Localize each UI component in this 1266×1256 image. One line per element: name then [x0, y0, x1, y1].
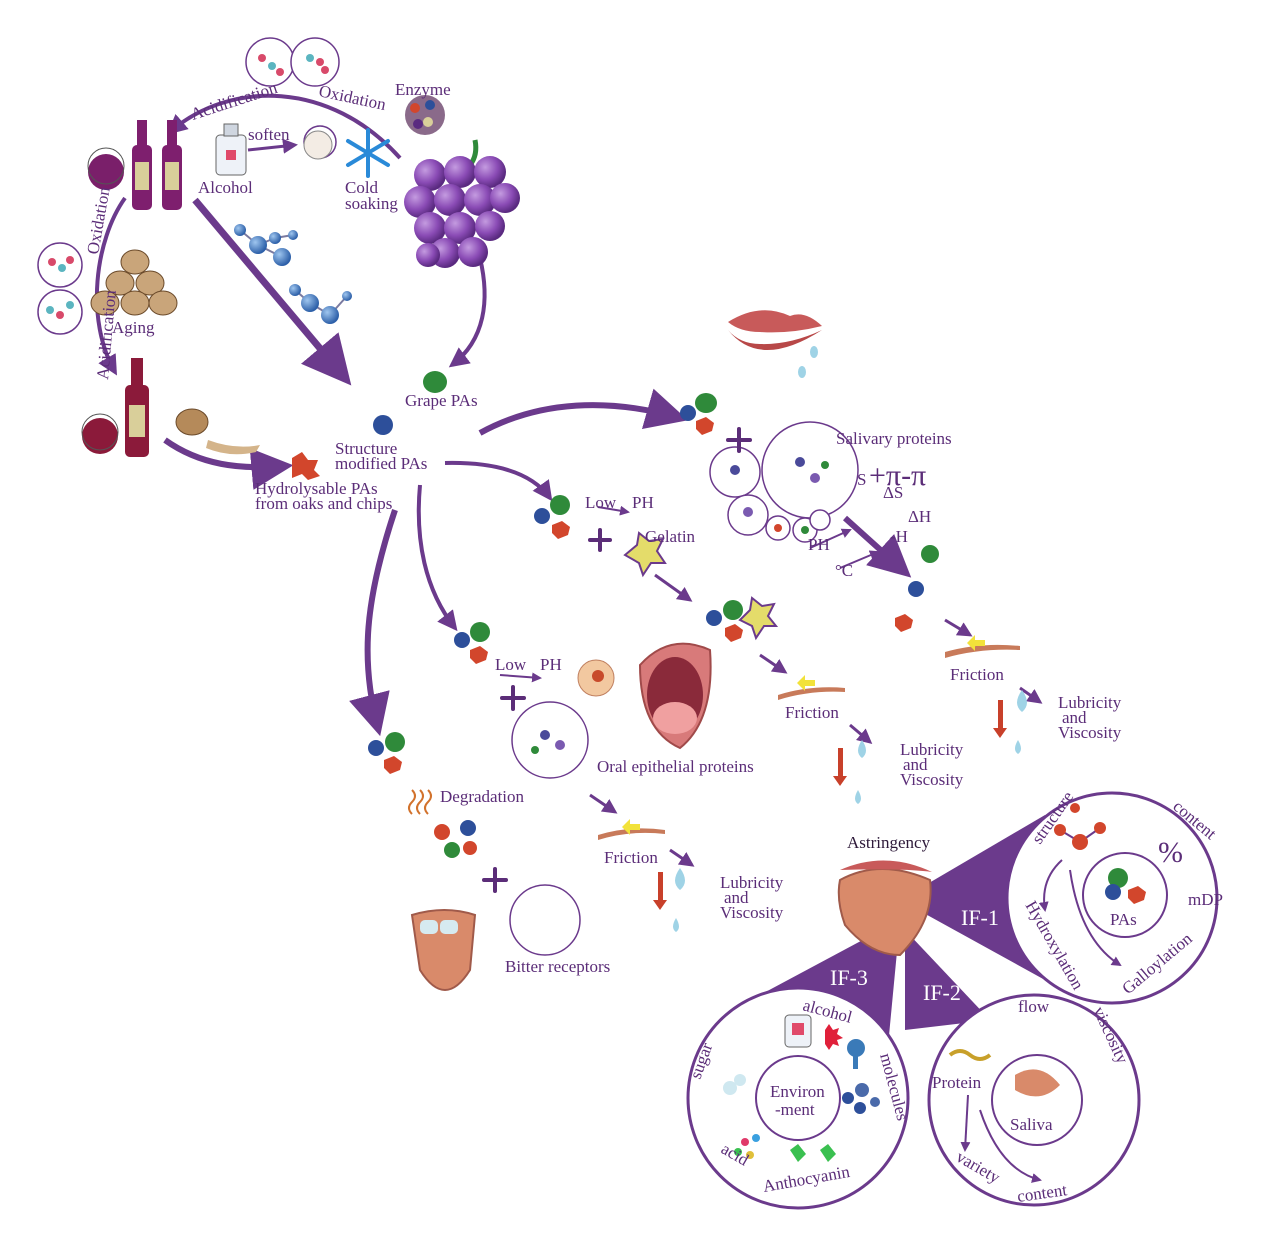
- label-viscosity-2: Viscosity: [900, 770, 964, 789]
- label-structure-modified-1: Structure: [335, 439, 397, 458]
- label-cold-soaking-1: Cold: [345, 178, 379, 197]
- label-oral-epithelial: Oral epithelial proteins: [597, 757, 754, 776]
- enzyme-icon: [405, 95, 445, 135]
- label-flow: flow: [1018, 997, 1050, 1016]
- label-friction-3: Friction: [604, 848, 658, 867]
- label-minus-h: -H: [890, 527, 908, 546]
- pa-blobs: [292, 371, 939, 858]
- label-pi-pi: +π-π: [869, 459, 926, 492]
- lips-icon: [728, 310, 822, 378]
- label-structure-modified-2: modified PAs: [335, 454, 427, 473]
- label-and-2: and: [903, 755, 928, 774]
- alcohol-bottle-icon: [215, 123, 247, 176]
- label-oxidation-left: Oxidation: [83, 185, 114, 256]
- label-aging: Aging: [112, 318, 155, 337]
- seeds-icon: [303, 130, 333, 160]
- label-grape-pas: Grape PAs: [405, 391, 478, 410]
- label-low-ph-2-low: Low: [495, 655, 527, 674]
- label-friction-1: Friction: [950, 665, 1004, 684]
- label-viscosity-1: Viscosity: [1058, 723, 1122, 742]
- label-protein: Protein: [932, 1073, 982, 1092]
- if-panel: [686, 791, 1219, 1210]
- molecule-circles: [37, 37, 859, 956]
- label-if2: IF-2: [923, 980, 961, 1005]
- label-astringency: Astringency: [847, 833, 931, 852]
- tongue-icon: [410, 909, 477, 991]
- label-and-1: and: [1062, 708, 1087, 727]
- label-gelatin: Gelatin: [645, 527, 696, 546]
- label-mdp: mDP: [1188, 890, 1223, 909]
- label-soften: soften: [248, 125, 290, 144]
- barrels-icon: [90, 249, 178, 316]
- oak-chip-icon: [175, 408, 260, 455]
- friction-pads: [598, 635, 1020, 840]
- label-acidification-top: Acidification: [188, 78, 280, 124]
- label-if3: IF-3: [830, 965, 868, 990]
- label-environ-1: Environ: [770, 1082, 825, 1101]
- label-alcohol: Alcohol: [198, 178, 253, 197]
- label-degradation: Degradation: [440, 787, 525, 806]
- label-saliva: Saliva: [1010, 1115, 1053, 1134]
- open-mouth-icon: [638, 642, 712, 750]
- if2-icons: [948, 1049, 1060, 1183]
- label-lubricity-1: Lubricity: [1058, 693, 1122, 712]
- heat-waves-icon: [408, 789, 432, 815]
- label-low-ph-1-ph: PH: [632, 493, 654, 512]
- cell-icon: [577, 659, 615, 697]
- label-salivary-proteins: Salivary proteins: [836, 429, 952, 448]
- red-down-arrows: [653, 700, 1007, 910]
- label-delta-s: ΔS: [883, 483, 903, 502]
- molecule-chains: [234, 224, 352, 324]
- label-enzyme: Enzyme: [395, 80, 451, 99]
- main-arrows: [94, 93, 1043, 867]
- label-environ-2: -ment: [775, 1100, 815, 1119]
- wine-bottles: [81, 120, 182, 457]
- label-oxidation-top: Oxidation: [317, 81, 388, 114]
- label-cold-soaking-2: soaking: [345, 194, 398, 213]
- if1-icons: [1038, 803, 1146, 967]
- label-if1: IF-1: [961, 905, 999, 930]
- label-hydrolysable-1: Hydrolysable PAs: [255, 479, 378, 498]
- label-bitter-receptors: Bitter receptors: [505, 957, 610, 976]
- label-delta-h: ΔH: [908, 507, 931, 526]
- label-hydrolysable-2: from oaks and chips: [255, 494, 392, 513]
- label-ph: PH: [808, 535, 830, 554]
- label-low-ph-2-ph: PH: [540, 655, 562, 674]
- label-lubricity-2: Lubricity: [900, 740, 964, 759]
- label-and-3: and: [724, 888, 749, 907]
- label-deg-c: °C: [835, 561, 853, 580]
- label-s-plus: S: [857, 470, 866, 489]
- grapes-icon: [404, 139, 520, 268]
- label-friction-2: Friction: [785, 703, 839, 722]
- label-lubricity-3: Lubricity: [720, 873, 784, 892]
- label-percent: %: [1158, 836, 1183, 869]
- label-low-ph-1-low: Low: [585, 493, 617, 512]
- label-pas: PAs: [1110, 910, 1137, 929]
- snowflake-icon: [346, 128, 390, 178]
- plus-signs: [482, 427, 752, 893]
- gelatin-icon: [623, 531, 779, 641]
- label-viscosity-3: Viscosity: [720, 903, 784, 922]
- if3-icons: [723, 1014, 880, 1162]
